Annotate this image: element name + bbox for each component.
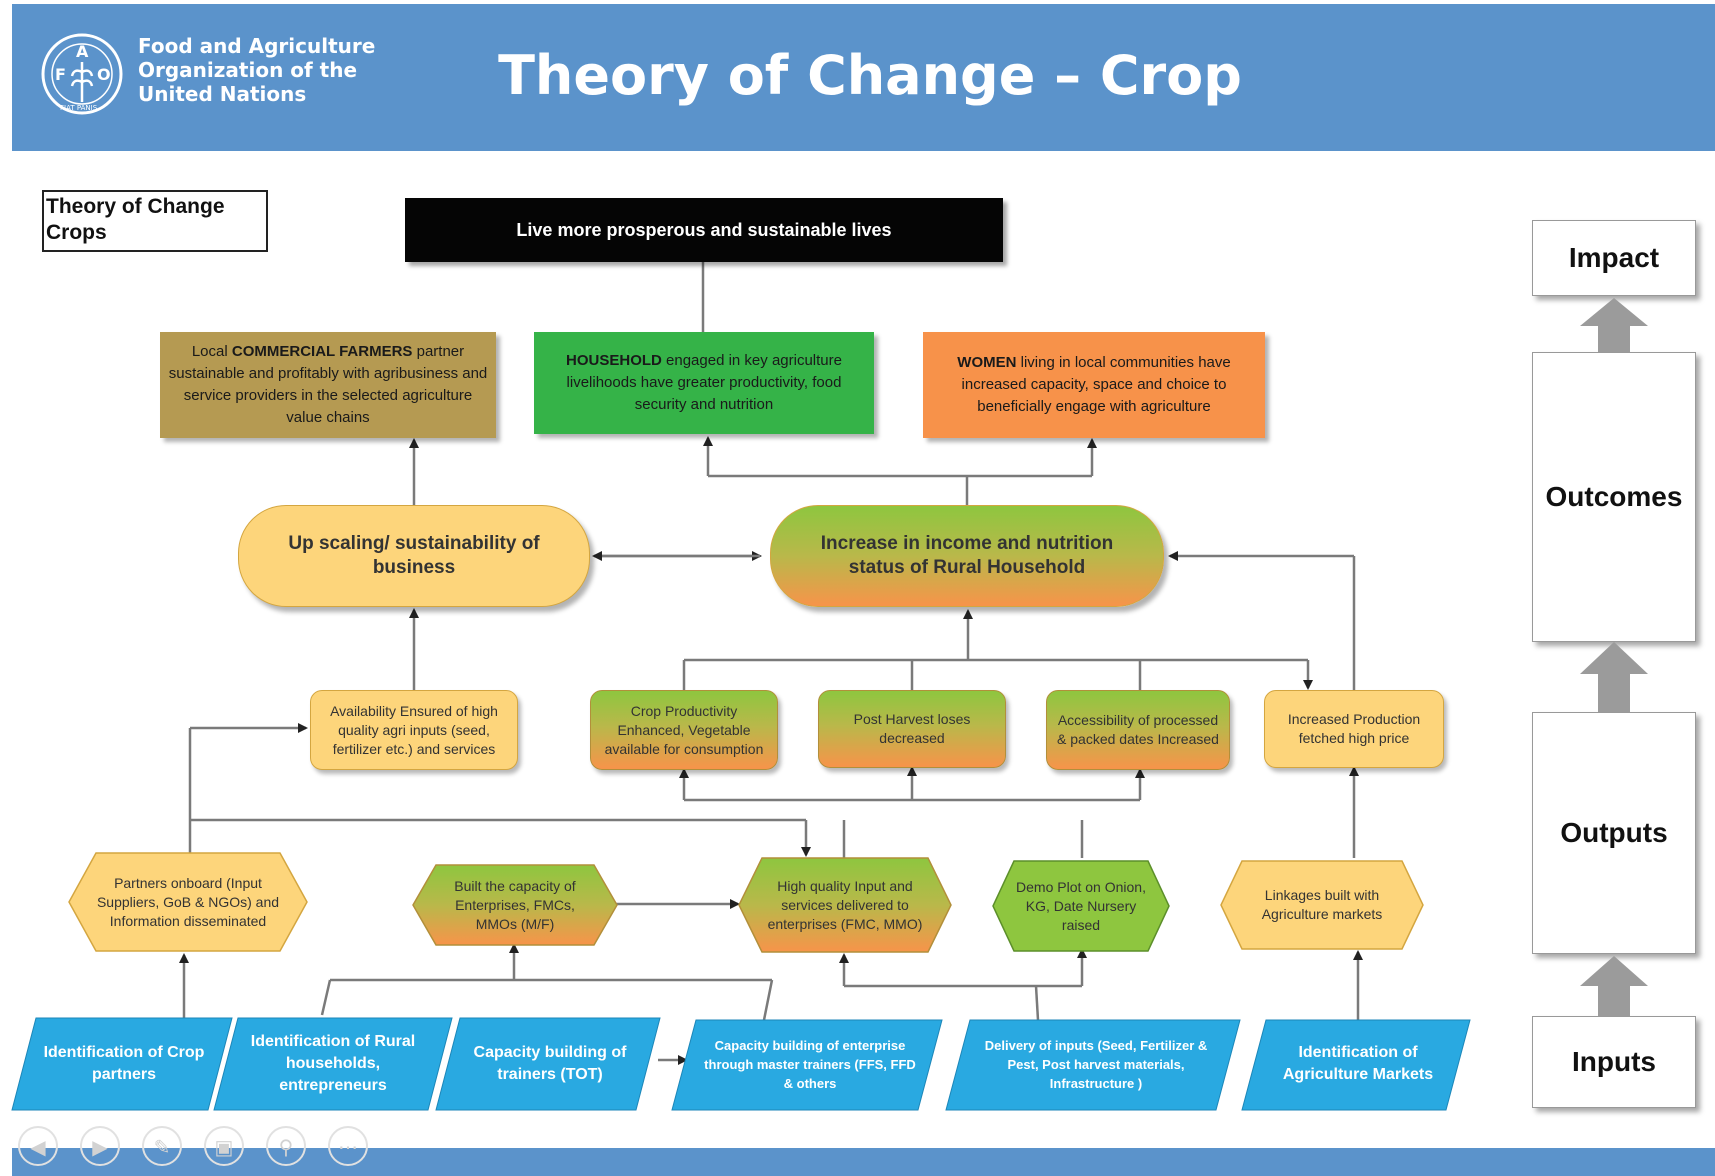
output-linkages-label: Linkages built with Agriculture markets [1261,887,1383,922]
input-agri-markets: Identification of Agriculture Markets [1282,1044,1434,1083]
level-outputs: Outputs [1532,712,1696,954]
pen-icon: ✎ [153,1137,171,1159]
magnifier-icon: ⚲ [278,1137,294,1159]
sub-outcome-increased-production: Increased Production fetched high price [1264,690,1444,768]
input-rural-households: Identification of Rural households, entr… [250,1033,416,1094]
level-impact: Impact [1532,220,1696,296]
level-outcomes: Outcomes [1532,352,1696,642]
sub-outcome-inputs-availability: Availability Ensured of high quality agr… [310,690,518,770]
outcome-commercial-farmers: Local COMMERCIAL FARMERS partner sustain… [160,332,496,438]
next-slide-button[interactable]: ▶ [80,1126,120,1166]
zoom-button[interactable]: ⚲ [266,1126,306,1166]
see-all-slides-button[interactable]: ▣ [204,1126,244,1166]
outcome-household: HOUSEHOLD engaged in key agriculture liv… [534,332,874,434]
fao-logo: F A O FIAT PANIS [41,33,123,115]
page-title: Theory of Change – Crop [498,44,1242,107]
output-linkages-hexagon [1220,860,1424,950]
outcome-1-post: partner sustainable and profitably with … [168,343,488,426]
level-inputs: Inputs [1532,1016,1696,1108]
org-line-2: Organization of the [138,58,358,82]
more-options-button[interactable]: ⋯ [328,1126,368,1166]
output-high-quality-hexagon [738,857,952,953]
impact-goal-box: Live more prosperous and sustainable liv… [405,198,1003,262]
diagram-tag: Theory of Change Crops [42,190,268,252]
logo-letter-f: F [55,65,66,84]
sub-outcome-crop-productivity: Crop Productivity Enhanced, Vegetable av… [590,690,778,770]
output-partners-label: Partners onboard (Input Suppliers, GoB &… [96,874,280,929]
outcome-3-post: living in local communities have increas… [961,354,1231,415]
tag-line-2: Crops [46,221,107,244]
sub-outcome-dates-accessibility: Accessibility of processed & packed date… [1046,690,1230,770]
intermediate-upscaling: Up scaling/ sustainability of business [238,505,590,607]
logo-letter-o: O [97,65,111,84]
tag-line-1: Theory of Change [46,195,225,218]
more-icon: ⋯ [338,1137,358,1159]
outcome-2-post: engaged in key agriculture livelihoods h… [566,352,842,413]
output-capacity-label: Built the capacity of Enterprises, FMCs,… [454,877,576,932]
output-partners-hexagon [68,852,308,952]
outcome-3-bold: WOMEN [957,354,1017,371]
sub-outcome-post-harvest: Post Harvest loses decreased [818,690,1006,768]
input-crop-partners: Identification of Crop partners [43,1044,205,1083]
logo-letter-a: A [76,42,89,61]
slides-icon: ▣ [214,1137,234,1159]
org-line-3: United Nations [138,82,307,106]
input-delivery: Delivery of inputs (Seed, Fertilizer & P… [984,1037,1208,1091]
intermediate-income-nutrition: Increase in income and nutrition status … [770,505,1164,607]
outcome-1-bold: COMMERCIAL FARMERS [231,343,413,360]
arrow-left-icon: ◀ [30,1137,46,1159]
arrow-right-icon: ▶ [92,1137,108,1159]
outcome-1-pre: Local [191,343,232,360]
outcome-women: WOMEN living in local communities have i… [923,332,1265,438]
org-line-1: Food and Agriculture [138,34,376,58]
output-demo-plot-label: Demo Plot on Onion, KG, Date Nursery rai… [1016,878,1146,933]
output-capacity-hexagon [412,864,618,946]
organization-name: Food and Agriculture Organization of the… [138,34,375,106]
logo-motto: FIAT PANIS [60,104,98,112]
input-tot: Capacity building of trainers (TOT) [473,1044,627,1083]
input-enterprise-capacity: Capacity building of enterprise through … [704,1037,916,1091]
output-high-quality-label: High quality Input and services delivere… [767,877,923,932]
outcome-2-bold: HOUSEHOLD [566,352,662,369]
pen-tool-button[interactable]: ✎ [142,1126,182,1166]
prev-slide-button[interactable]: ◀ [18,1126,58,1166]
header-bar [12,4,1715,151]
output-demo-plot-hexagon [992,860,1170,952]
